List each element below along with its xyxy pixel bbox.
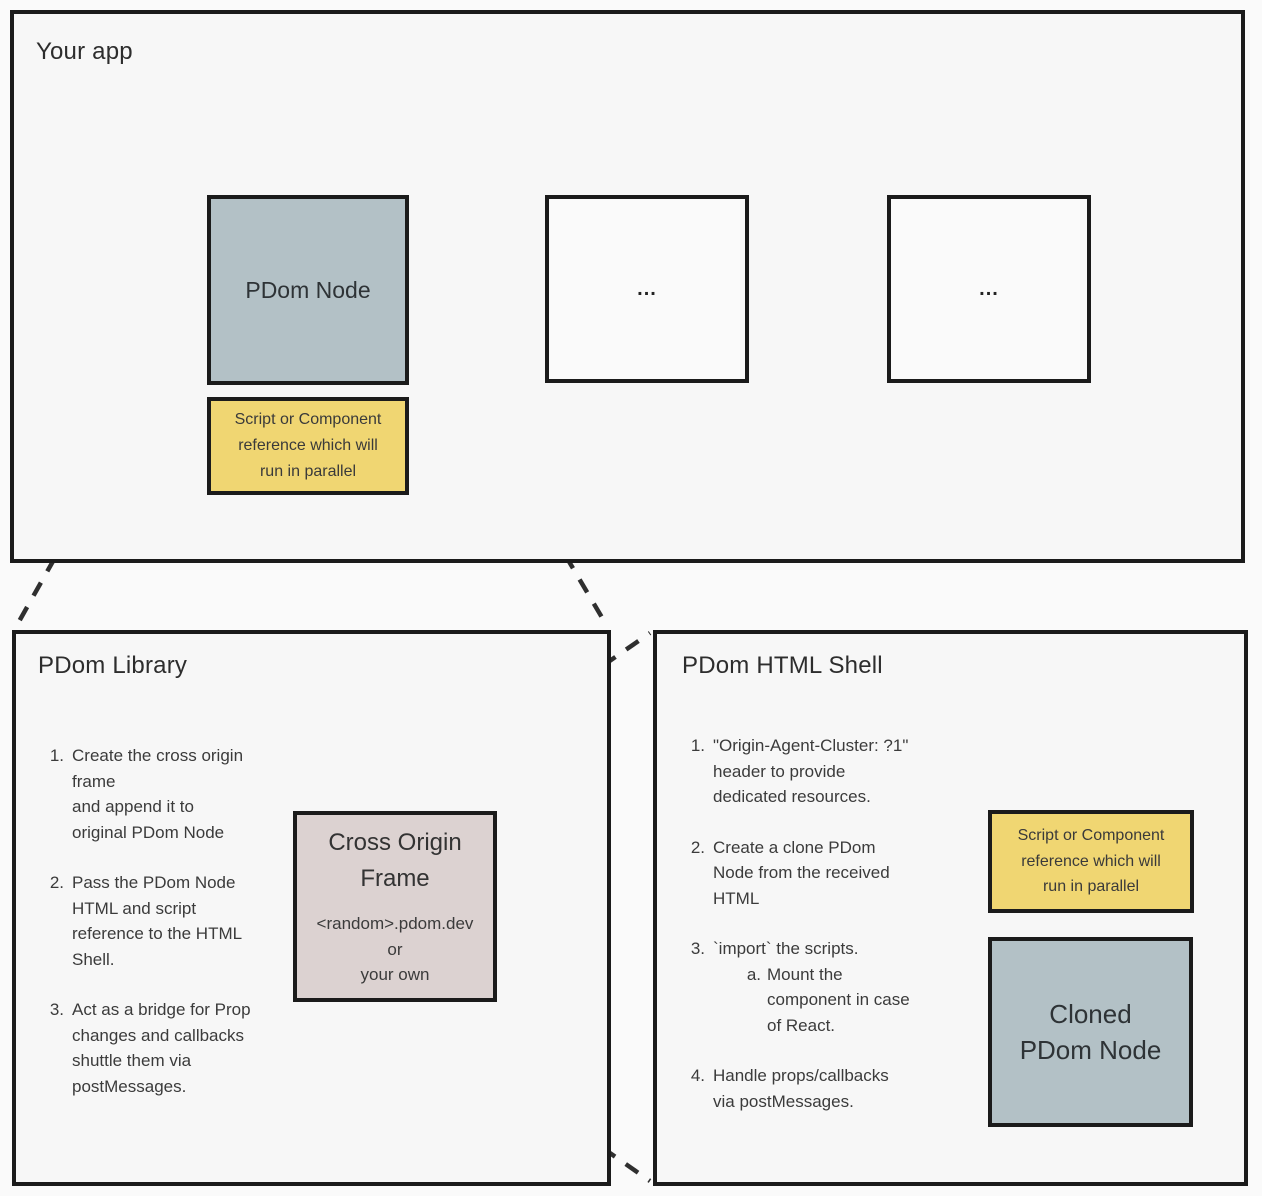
- frame-detail-line: or: [387, 939, 403, 959]
- list-item: 1. Create the cross origin frame and app…: [42, 743, 251, 845]
- pdom-html-shell-title: PDom HTML Shell: [682, 652, 883, 679]
- library-steps: 1. Create the cross origin frame and app…: [42, 743, 251, 1124]
- your-app-title: Your app: [36, 38, 133, 65]
- step-line: "Origin-Agent-Cluster: ?1": [713, 736, 909, 755]
- step-line: HTML and script: [72, 898, 197, 918]
- step-line: Create the cross origin: [72, 746, 244, 765]
- pdom-node-label: PDom Node: [245, 276, 371, 303]
- list-item: 3. Act as a bridge for Prop changes and …: [42, 997, 251, 1099]
- step-line: Shell.: [72, 949, 115, 969]
- list-number: 2.: [49, 873, 64, 892]
- pdom-node-box: PDom Node: [207, 195, 409, 385]
- pdom-library-panel: PDom Library 1. Create the cross origin …: [12, 630, 611, 1186]
- frame-title-line: Frame: [360, 865, 430, 893]
- sub-list-letter: a.: [746, 964, 761, 984]
- list-number: 3.: [49, 1000, 64, 1019]
- cross-origin-frame-box: Cross Origin Frame <random>.pdom.dev or …: [293, 811, 497, 1002]
- list-item: 1. "Origin-Agent-Cluster: ?1" header to …: [683, 733, 910, 810]
- step-line: Create a clone PDom: [713, 837, 876, 857]
- list-number: 3.: [690, 939, 705, 958]
- frame-detail-line: <random>.pdom.dev: [316, 914, 474, 934]
- list-item: 3. `import` the scripts. a. Mount the co…: [683, 936, 910, 1038]
- sub-list-item: a. Mount the component in case of React.: [743, 962, 910, 1039]
- step-line: and append it to: [72, 797, 194, 816]
- step-line: reference to the HTML: [72, 924, 243, 943]
- list-item: 2. Create a clone PDom Node from the rec…: [683, 835, 910, 912]
- frame-title-line: Cross Origin: [328, 829, 462, 857]
- step-line: via postMessages.: [713, 1091, 854, 1111]
- step-line: of React.: [767, 1015, 836, 1035]
- note-line: reference which will: [238, 437, 378, 455]
- step-line: component in case: [767, 990, 910, 1009]
- step-line: header to provide: [713, 761, 846, 781]
- note-line: Script or Component: [234, 411, 382, 429]
- step-line: frame: [72, 771, 116, 791]
- step-line: shuttle them via: [72, 1051, 192, 1070]
- script-note-box: Script or Component reference which will…: [988, 810, 1194, 913]
- step-line: Pass the PDom Node: [72, 873, 236, 892]
- note-line: run in parallel: [259, 462, 357, 480]
- step-line: dedicated resources.: [713, 787, 871, 806]
- pdom-html-shell-panel: PDom HTML Shell 1. "Origin-Agent-Cluster…: [653, 630, 1248, 1186]
- shell-steps: 1. "Origin-Agent-Cluster: ?1" header to …: [683, 733, 910, 1139]
- list-number: 2.: [690, 837, 705, 857]
- frame-detail-line: your own: [360, 965, 430, 985]
- step-line: Node from the received: [713, 863, 890, 882]
- step-line: `import` the scripts.: [713, 939, 859, 958]
- step-line: Mount the: [767, 964, 843, 984]
- note-line: run in parallel: [1042, 878, 1140, 896]
- list-number: 1.: [690, 736, 705, 755]
- placeholder-node-box-1: ...: [545, 195, 749, 383]
- step-line: original PDom Node: [72, 822, 225, 842]
- list-item: 4. Handle props/callbacks via postMessag…: [683, 1063, 910, 1114]
- script-note-box: Script or Component reference which will…: [207, 397, 409, 495]
- your-app-panel: Your app PDom Node Script or Component r…: [10, 10, 1245, 563]
- list-number: 4.: [690, 1066, 705, 1085]
- placeholder-node-box-2: ...: [887, 195, 1091, 383]
- step-line: changes and callbacks: [72, 1025, 245, 1045]
- step-line: HTML: [713, 888, 760, 908]
- pdom-library-title: PDom Library: [38, 652, 188, 679]
- note-line: reference which will: [1021, 852, 1161, 870]
- note-line: Script or Component: [1017, 826, 1165, 844]
- list-number: 1.: [49, 746, 64, 765]
- step-line: Act as a bridge for Prop: [72, 1000, 251, 1019]
- list-item: 2. Pass the PDom Node HTML and script re…: [42, 870, 251, 972]
- step-line: Handle props/callbacks: [713, 1066, 889, 1085]
- step-line: postMessages.: [72, 1076, 187, 1096]
- cloned-pdom-node-box: Cloned PDom Node: [988, 937, 1193, 1127]
